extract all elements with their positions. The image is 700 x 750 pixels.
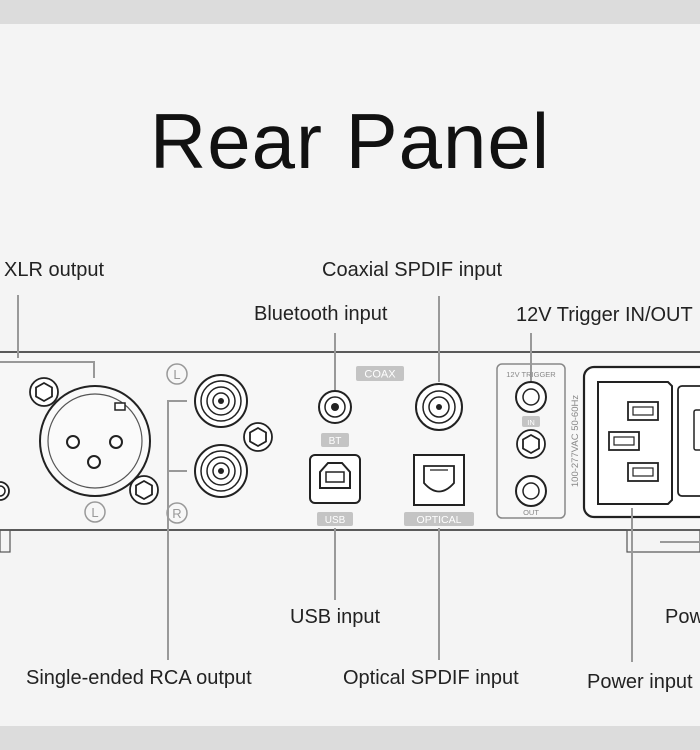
out-mark: OUT xyxy=(523,508,539,517)
in-badge xyxy=(522,416,540,427)
usb-connector xyxy=(309,454,361,504)
left-mark-text: L xyxy=(173,367,180,382)
power-inlet xyxy=(582,365,700,519)
rca-connector-left xyxy=(194,374,248,428)
bluetooth-connector xyxy=(318,390,352,424)
optical-connector xyxy=(413,454,465,506)
voltage-mark: 100-277VAC 50-60Hz xyxy=(570,395,581,487)
hex-screw xyxy=(129,475,159,505)
page-title: Rear Panel xyxy=(149,97,551,185)
left-channel-mark xyxy=(166,363,188,385)
coax-connector xyxy=(415,383,463,431)
xlr-left-mark xyxy=(84,501,106,523)
label-optical-spdif-input: Optical SPDIF input xyxy=(343,667,519,689)
label-bluetooth-input: Bluetooth input xyxy=(254,303,388,325)
hex-screw xyxy=(243,422,273,452)
usb-badge xyxy=(317,512,353,526)
bottom-band xyxy=(0,726,700,750)
hex-screw xyxy=(29,377,59,407)
leader-line-rca xyxy=(167,400,187,660)
bt-mark: BT xyxy=(329,436,342,447)
coax-mark: COAX xyxy=(364,369,396,381)
xlr-connector xyxy=(39,385,151,497)
coax-badge xyxy=(356,366,404,381)
label-power-input: Power input xyxy=(587,671,693,693)
right-foot xyxy=(626,529,700,553)
bt-badge xyxy=(321,433,349,447)
partial-connector-left xyxy=(0,481,10,501)
in-mark: IN xyxy=(527,418,535,427)
right-mark-text: R xyxy=(172,506,181,521)
usb-mark: USB xyxy=(325,515,346,526)
leader-line-xlr-bracket xyxy=(0,361,95,378)
hex-screw xyxy=(516,429,546,459)
label-single-ended-rca-output: Single-ended RCA output xyxy=(26,667,252,689)
label-trigger-in-out: 12V Trigger IN/OUT xyxy=(516,304,693,326)
rca-connector-right xyxy=(194,444,248,498)
optical-badge xyxy=(404,512,474,526)
label-power-partial: Pow xyxy=(665,606,700,628)
left-foot xyxy=(0,529,11,553)
label-usb-input: USB input xyxy=(290,606,381,628)
trigger-block xyxy=(496,363,566,519)
trigger-mark: 12V TRIGGER xyxy=(506,370,556,379)
xlr-left-mark-text: L xyxy=(91,505,98,520)
top-band xyxy=(0,0,700,24)
optical-mark: OPTICAL xyxy=(417,514,462,526)
label-xlr-output: XLR output xyxy=(4,259,105,281)
label-coaxial-spdif-input: Coaxial SPDIF input xyxy=(322,259,503,281)
